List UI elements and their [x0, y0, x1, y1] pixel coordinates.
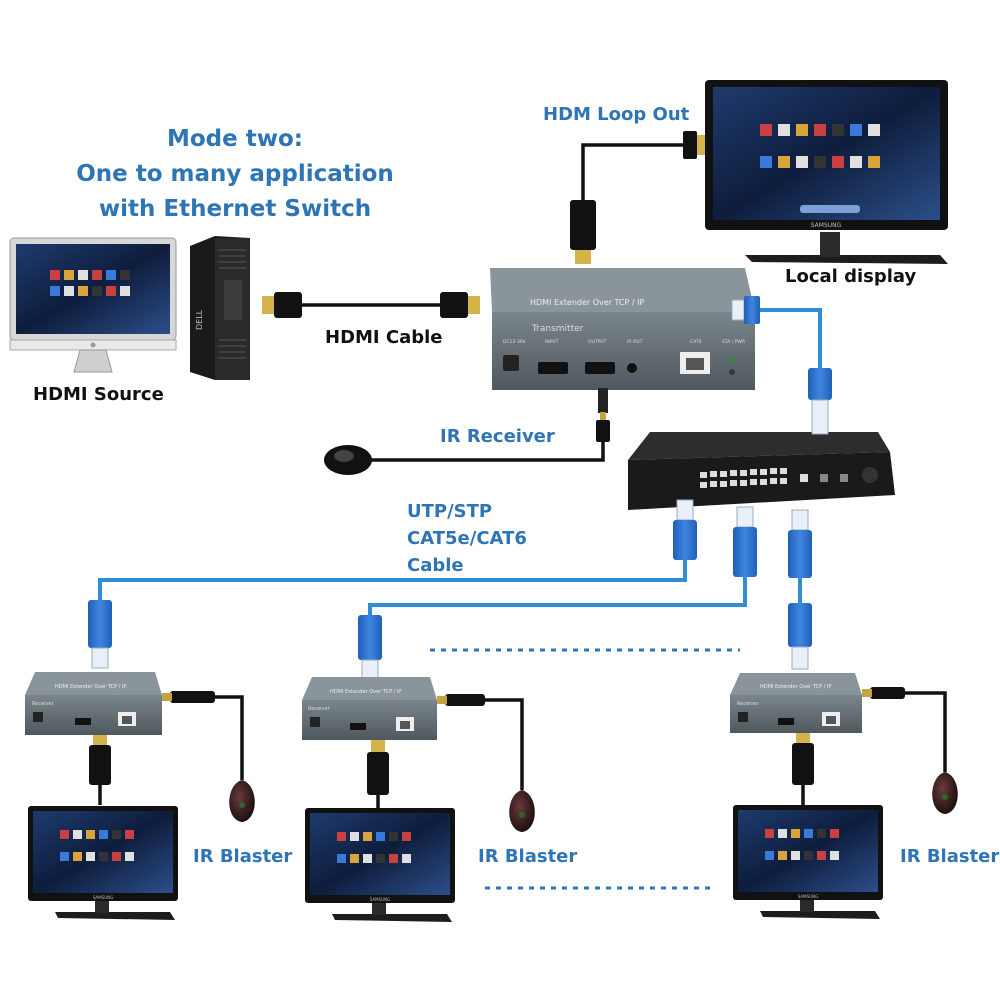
- rj45-connectors: [88, 296, 832, 681]
- tx-to-switch-cable: [755, 308, 822, 370]
- transmitter-device-icon: HDMI Extender Over TCP / IP Transmitter …: [490, 268, 755, 390]
- display-monitor-1-icon: SAMSUNG: [28, 806, 178, 920]
- switch-to-rx1-cable: [98, 560, 687, 600]
- cable-type-line-1: UTP/STP: [407, 501, 493, 522]
- hdmi-loop-cable-line: [581, 143, 688, 200]
- transmitter-port-dc-label: DC12-36V: [503, 339, 527, 345]
- diagram-title: Mode two: One to many application with E…: [70, 122, 400, 227]
- ir-receiver-label: IR Receiver: [440, 426, 555, 447]
- dell-pc-tower-icon: DELL: [190, 236, 250, 380]
- black-cables: [98, 143, 947, 810]
- monitor-2-brand-text: SAMSUNG: [370, 897, 390, 902]
- hdmi-loop-out-label: HDM Loop Out: [543, 104, 690, 125]
- hdmi-cable-connectors: [262, 292, 480, 318]
- ir-blaster-3-label: IR Blaster: [900, 846, 1000, 867]
- ir-receiver-sensor-icon: [324, 445, 372, 475]
- receiver-3-role-text: Receiver: [737, 701, 760, 707]
- transmitter-name-text: HDMI Extender Over TCP / IP: [530, 298, 644, 307]
- ir-audio-jack-icon: [596, 388, 610, 442]
- title-line-1: Mode two:: [166, 126, 303, 152]
- transmitter-port-input-label: INPUT: [545, 339, 559, 345]
- cable-type-line-3: Cable: [407, 555, 464, 576]
- title-line-2: One to many application: [76, 161, 394, 187]
- ir-blaster-2-label: IR Blaster: [478, 846, 578, 867]
- local-display-brand-text: SAMSUNG: [811, 222, 842, 229]
- cable-type-line-2: CAT5e/CAT6: [407, 528, 527, 549]
- rj45-switch-port2-connector: [733, 506, 757, 577]
- ethernet-switch-icon: [628, 432, 895, 510]
- hdmi-loop-connector: [570, 131, 706, 264]
- ethernet-cables: [98, 308, 822, 615]
- receiver-1-name-text: HDMI Extender Over TCP / IP: [55, 684, 126, 690]
- cable-type-label: UTP/STP CAT5e/CAT6 Cable: [407, 498, 527, 579]
- transmitter-port-irout-label: IR OUT: [627, 339, 643, 345]
- ir-blaster-3-cable: [905, 691, 947, 772]
- local-display-monitor-icon: SAMSUNG: [705, 80, 948, 264]
- rj45-rx3-connector: [788, 603, 812, 670]
- ir-blaster-2-icon: [509, 790, 535, 832]
- receiver-1-device-icon: HDMI Extender Over TCP / IP Receiver: [25, 672, 162, 735]
- monitor-1-brand-text: SAMSUNG: [93, 895, 113, 900]
- source-monitor-icon: [9, 237, 177, 373]
- transmitter-port-cat6-label: CAT6: [690, 339, 702, 345]
- receiver-ir-jacks: [162, 687, 905, 706]
- receiver-hdmi-plugs: [89, 733, 814, 795]
- ir-blaster-1-icon: [229, 780, 255, 822]
- receiver-2-device-icon: HDMI Extender Over TCP / IP Receiver: [302, 677, 437, 740]
- transmitter-role-text: Transmitter: [531, 324, 584, 334]
- transmitter-port-sta-label: STA / PWR: [722, 339, 745, 345]
- switch-to-rx2-cable: [368, 575, 747, 615]
- pc-brand-text: DELL: [195, 309, 204, 330]
- ir-blaster-1-cable: [215, 695, 244, 780]
- rj45-rx2-connector: [358, 615, 382, 681]
- title-line-3: with Ethernet Switch: [98, 196, 372, 222]
- ir-blaster-1-label: IR Blaster: [193, 846, 293, 867]
- receiver-1-role-text: Receiver: [32, 701, 55, 707]
- rj45-switch-port1-connector: [673, 499, 697, 560]
- transmitter-port-output-label: OUTPUT: [588, 339, 607, 345]
- local-display-label: Local display: [785, 266, 917, 287]
- rj45-rx1-connector: [88, 600, 112, 669]
- ir-blaster-3-icon: [932, 772, 958, 814]
- rj45-tx-connector: [731, 296, 760, 324]
- receiver-2-role-text: Receiver: [308, 706, 331, 712]
- display-monitor-3-icon: SAMSUNG: [733, 805, 883, 919]
- receiver-3-name-text: HDMI Extender Over TCP / IP: [760, 684, 831, 690]
- receiver-2-name-text: HDMI Extender Over TCP / IP: [330, 689, 401, 695]
- rj45-switch-top-connector: [808, 368, 832, 435]
- ir-blaster-2-cable: [485, 698, 524, 790]
- display-monitor-2-icon: SAMSUNG: [305, 808, 455, 922]
- hdmi-cable-label: HDMI Cable: [325, 327, 443, 348]
- hdmi-source-label: HDMI Source: [33, 384, 164, 405]
- monitor-3-brand-text: SAMSUNG: [798, 894, 818, 899]
- receiver-3-device-icon: HDMI Extender Over TCP / IP Receiver: [730, 673, 862, 733]
- rj45-switch-port3-connector: [788, 509, 812, 578]
